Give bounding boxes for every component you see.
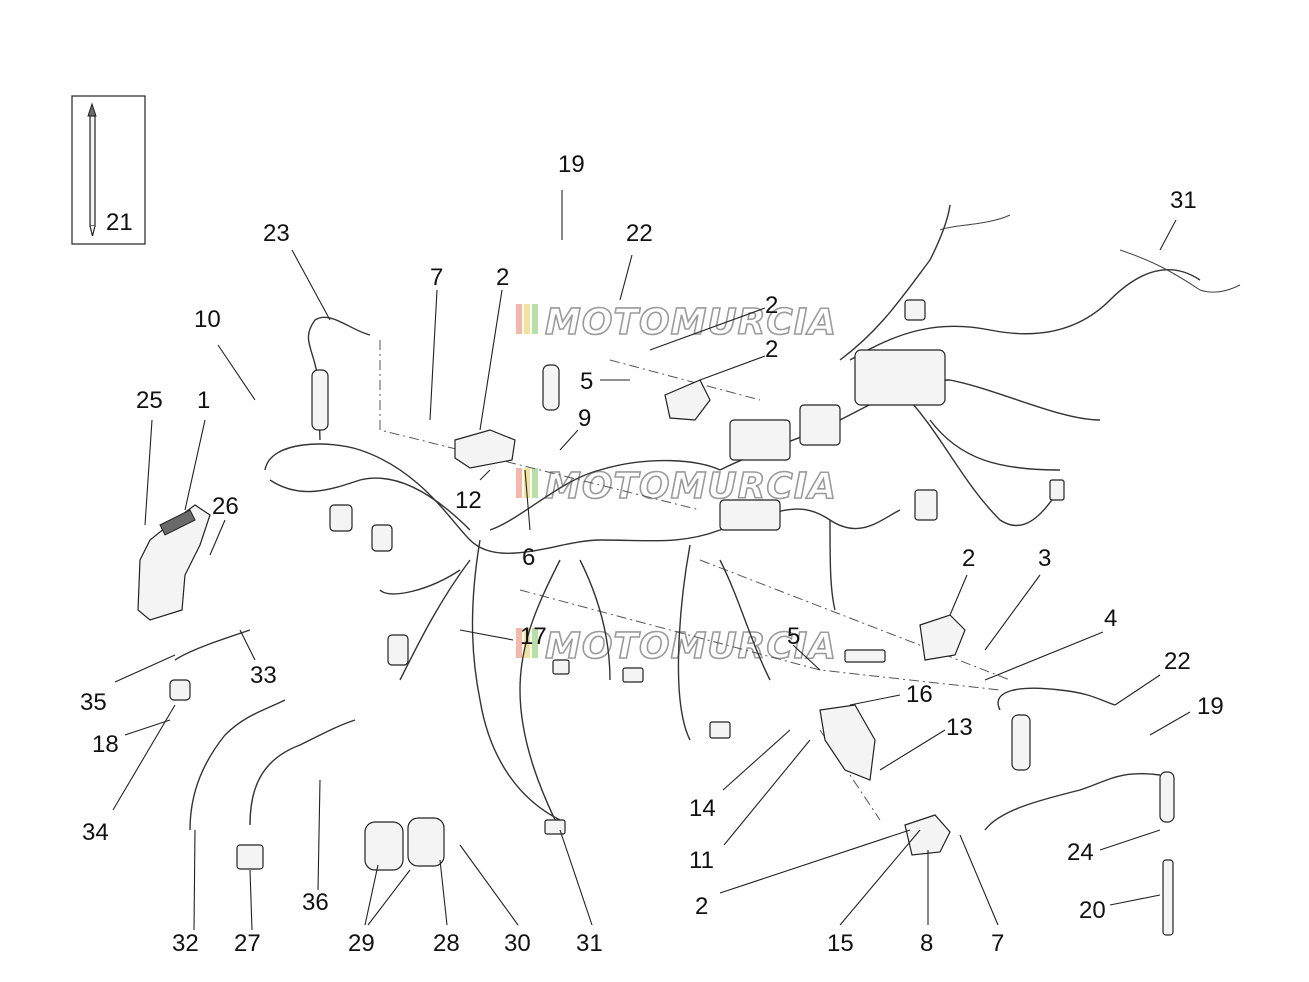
- callout-11: 11: [689, 847, 714, 874]
- callout-35: 35: [80, 689, 107, 716]
- callout-27: 27: [234, 930, 261, 957]
- callout-30: 30: [504, 930, 531, 957]
- callout-12: 12: [455, 487, 482, 514]
- callout-16: 16: [906, 681, 933, 708]
- watermark-text-top: MOTOMURCIA: [545, 302, 837, 343]
- inset-cable-tie: [71, 95, 146, 245]
- callout-20: 20: [1079, 897, 1106, 924]
- callout-14: 14: [689, 795, 716, 822]
- callout-2-top-left: 2: [496, 264, 509, 291]
- callout-6: 6: [522, 544, 535, 571]
- callout-18: 18: [92, 731, 119, 758]
- callout-2-right: 2: [962, 545, 975, 572]
- callout-1: 1: [197, 387, 210, 414]
- left-cover-part: [137, 504, 211, 621]
- watermark-text-middle: MOTOMURCIA: [545, 466, 837, 507]
- callout-2-bottom: 2: [695, 893, 708, 920]
- callout-2-top-right: 2: [765, 292, 778, 319]
- callout-5-middle: 5: [787, 623, 800, 650]
- assembly-lines: [379, 340, 1011, 821]
- callout-32: 32: [172, 930, 199, 957]
- callout-36: 36: [302, 889, 329, 916]
- callout-31-top: 31: [1170, 187, 1197, 214]
- callout-29: 29: [348, 930, 375, 957]
- callout-labels: 21 19 22 31 23 7 2 2 2 10 5 25 1 9 26 12…: [80, 151, 1224, 957]
- callout-26: 26: [212, 493, 239, 520]
- callout-8: 8: [920, 930, 933, 957]
- callout-2-coil: 2: [765, 336, 778, 363]
- callout-15: 15: [827, 930, 854, 957]
- callout-22-top: 22: [626, 220, 653, 247]
- callout-19-right: 19: [1197, 693, 1224, 720]
- callout-25: 25: [136, 387, 163, 414]
- callout-5-top: 5: [580, 368, 593, 395]
- watermark-middle: MOTOMURCIA: [516, 465, 837, 508]
- callout-21: 21: [106, 209, 133, 236]
- harness-components: [329, 299, 1065, 739]
- callout-9: 9: [578, 405, 591, 432]
- callout-17: 17: [520, 623, 547, 650]
- callout-28: 28: [433, 930, 460, 957]
- callout-3: 3: [1038, 545, 1051, 572]
- watermark-text-bottom: MOTOMURCIA: [545, 626, 837, 667]
- ignition-components: [307, 316, 1175, 936]
- callout-4: 4: [1104, 605, 1117, 632]
- callout-7-top: 7: [430, 264, 443, 291]
- callout-33: 33: [250, 662, 277, 689]
- leader-lines: [112, 190, 1191, 931]
- callout-24: 24: [1067, 839, 1094, 866]
- callout-19-top: 19: [558, 151, 585, 178]
- callout-22-right: 22: [1164, 648, 1191, 675]
- callout-7-bottom: 7: [991, 930, 1004, 957]
- watermark-top: MOTOMURCIA: [516, 301, 837, 344]
- callout-23: 23: [263, 220, 290, 247]
- callout-31-bottom: 31: [576, 930, 603, 957]
- callout-34: 34: [82, 819, 109, 846]
- callout-10: 10: [194, 306, 221, 333]
- watermark-bottom: MOTOMURCIA: [516, 625, 837, 668]
- callout-13: 13: [946, 714, 973, 741]
